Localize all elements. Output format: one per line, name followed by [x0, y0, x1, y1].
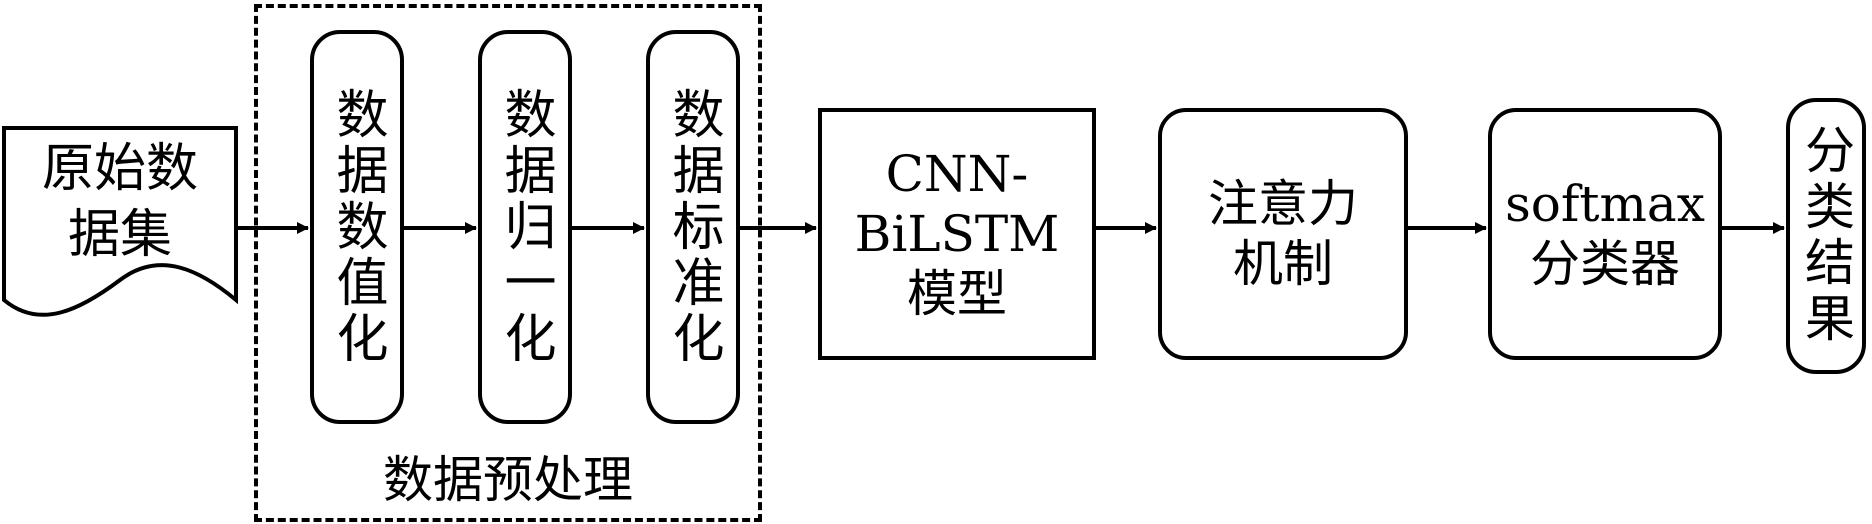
step-standardize-label: 数据标准化 — [663, 87, 723, 367]
cnn-bilstm-model-box: CNN- BiLSTM 模型 — [818, 108, 1096, 360]
preprocessing-group — [254, 4, 762, 522]
input-document-shape — [2, 126, 238, 317]
cnn-bilstm-model-label: CNN- BiLSTM 模型 — [854, 145, 1060, 323]
softmax-classifier-label: softmax 分类器 — [1505, 175, 1705, 293]
step-normalize: 数据归一化 — [478, 30, 572, 424]
preprocessing-caption: 数据预处理 — [383, 451, 633, 509]
softmax-classifier-box: softmax 分类器 — [1488, 108, 1722, 360]
classification-result-label: 分类结果 — [1797, 124, 1855, 348]
step-numericalize-label: 数据数值化 — [327, 87, 387, 367]
attention-box: 注意力 机制 — [1158, 108, 1408, 360]
input-dataset-label: 原始数 据集 — [41, 139, 198, 265]
step-normalize-label: 数据归一化 — [495, 87, 555, 367]
step-numericalize: 数据数值化 — [310, 30, 404, 424]
classification-result-box: 分类结果 — [1786, 98, 1866, 374]
attention-label: 注意力 机制 — [1208, 175, 1358, 293]
step-standardize: 数据标准化 — [646, 30, 740, 424]
